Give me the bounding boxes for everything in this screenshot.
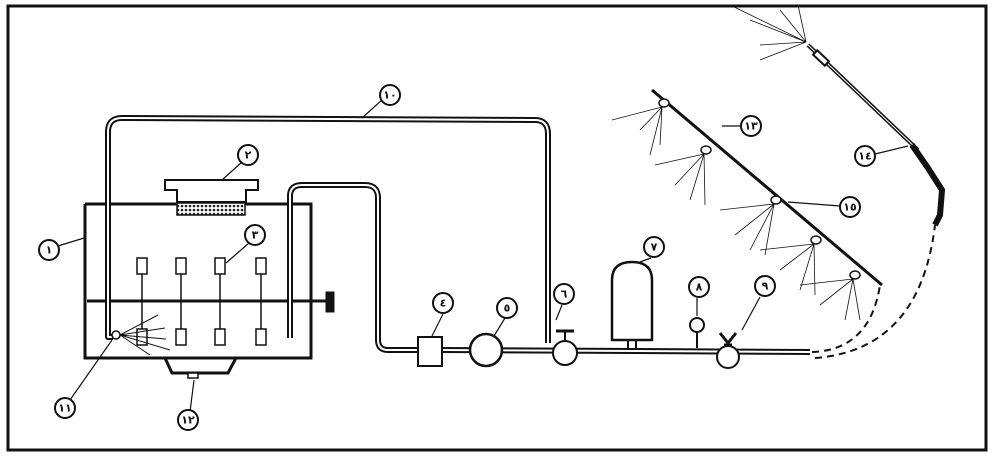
callout-7: ٧	[643, 236, 665, 258]
svg-text:٧: ٧	[651, 241, 658, 254]
filter-screen	[176, 202, 246, 216]
drain-plug	[187, 372, 199, 379]
callout-12: ١٢	[177, 409, 199, 431]
callout-labels: ١ ٢ ٣ ٤ ٥ ٦ ٧ ٨ ٩ ١٠ ١١ ١٢ ١٣ ١٤ ١٥	[38, 84, 876, 431]
svg-text:٩: ٩	[762, 280, 769, 293]
callout-2: ٢	[237, 144, 259, 166]
pressure-line	[441, 347, 811, 355]
callout-14: ١٤	[854, 145, 876, 167]
svg-text:٥: ٥	[504, 302, 511, 315]
callout-5: ٥	[496, 297, 518, 319]
callout-13: ١٣	[740, 115, 762, 137]
callout-6: ٦	[553, 283, 575, 305]
svg-text:١٠: ١٠	[383, 89, 396, 102]
leader-lines	[57, 99, 909, 413]
callout-3: ٣	[244, 224, 266, 246]
tank	[83, 202, 313, 375]
callout-4: ٤	[432, 292, 454, 314]
callout-9: ٩	[754, 275, 776, 297]
svg-text:١٣: ١٣	[744, 120, 758, 133]
spray-boom	[611, 88, 883, 321]
tank-lid	[164, 179, 259, 203]
air-chamber	[610, 260, 654, 350]
pressure-regulator-valve	[552, 329, 578, 366]
control-valve	[716, 332, 740, 369]
svg-text:٤: ٤	[440, 297, 447, 310]
svg-text:١١: ١١	[58, 402, 71, 415]
frame-border	[6, 4, 988, 452]
svg-text:١٤: ١٤	[858, 150, 871, 163]
spray-lance	[729, 4, 946, 227]
agitator	[87, 257, 335, 346]
boom-hose	[811, 284, 881, 353]
pump	[468, 332, 504, 368]
return-pipe	[105, 115, 551, 343]
svg-text:٣: ٣	[252, 229, 259, 242]
callout-11: ١١	[54, 397, 76, 419]
agitation-nozzle	[111, 314, 171, 356]
callout-1: ١	[38, 239, 60, 261]
lance-hose	[814, 224, 936, 359]
callout-15: ١٥	[839, 196, 861, 218]
svg-text:١٢: ١٢	[181, 414, 195, 427]
svg-text:١: ١	[46, 244, 53, 257]
callout-10: ١٠	[379, 84, 401, 106]
svg-text:٨: ٨	[696, 281, 703, 294]
suction-pipe	[287, 182, 418, 353]
svg-text:١٥: ١٥	[843, 201, 857, 214]
svg-text:٢: ٢	[245, 149, 252, 162]
line-filter	[417, 336, 443, 367]
pressure-gauge	[689, 317, 705, 348]
callout-8: ٨	[688, 276, 710, 298]
svg-text:٦: ٦	[561, 288, 568, 301]
